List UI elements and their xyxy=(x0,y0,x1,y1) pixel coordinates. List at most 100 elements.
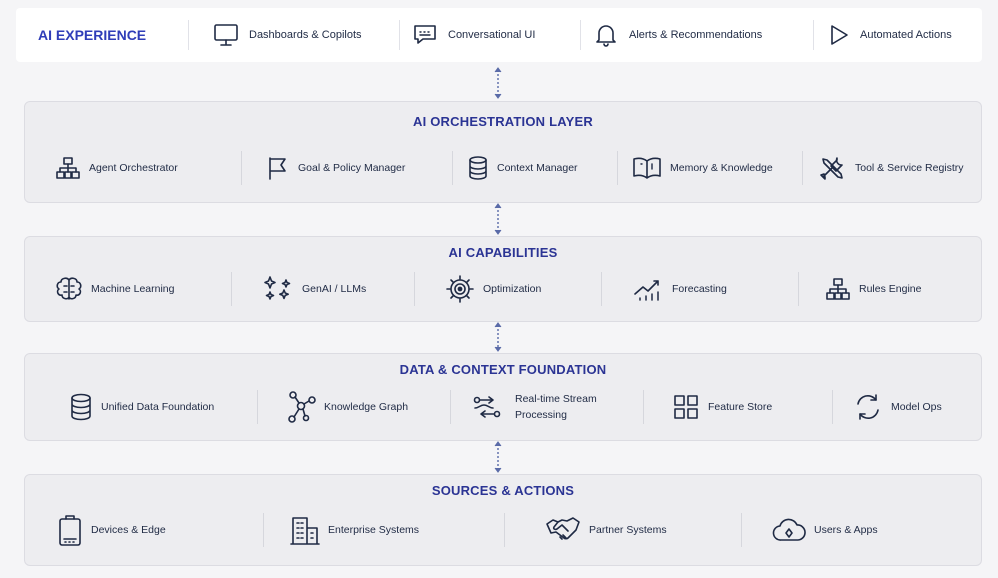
item-label: Goal & Policy Manager xyxy=(298,162,406,174)
play-icon xyxy=(831,25,848,45)
chat-icon xyxy=(414,25,436,44)
item-machine-learning[interactable]: Machine Learning xyxy=(55,276,231,302)
ai-orchestration-layer: AI ORCHESTRATION LAYER Agent Orchestrato… xyxy=(24,101,982,203)
item-enterprise-systems[interactable]: Enterprise Systems xyxy=(290,514,504,546)
item-label: Enterprise Systems xyxy=(328,524,420,536)
item-users-apps[interactable]: Users & Apps xyxy=(772,516,878,544)
ai-experience-title: AI EXPERIENCE xyxy=(38,27,147,43)
item-label: Users & Apps xyxy=(814,524,878,536)
item-label: Automated Actions xyxy=(860,29,952,41)
item-label: Knowledge Graph xyxy=(324,401,409,413)
item-label-line-1: Real-time Stream xyxy=(515,393,597,405)
layer-title: AI CAPABILITIES xyxy=(448,245,558,260)
item-alerts-recommendations[interactable]: Alerts & Recommendations xyxy=(593,22,813,48)
item-label: Alerts & Recommendations xyxy=(629,29,763,41)
item-label: Machine Learning xyxy=(91,283,175,295)
connector-arrow xyxy=(490,202,506,236)
database-icon xyxy=(71,393,91,421)
brain-icon xyxy=(56,277,82,300)
item-partner-systems[interactable]: Partner Systems xyxy=(545,516,741,544)
divider xyxy=(802,151,803,185)
item-optimization[interactable]: Optimization xyxy=(445,274,601,304)
divider xyxy=(601,272,602,306)
item-knowledge-graph[interactable]: Knowledge Graph xyxy=(286,390,450,424)
grid-icon xyxy=(674,395,698,419)
sources-actions-layer: SOURCES & ACTIONS Devices & Edge Enterpr… xyxy=(24,474,982,566)
book-icon xyxy=(633,157,661,179)
item-memory-knowledge[interactable]: Memory & Knowledge xyxy=(632,156,802,180)
connector-arrow xyxy=(490,440,506,474)
item-label: Forecasting xyxy=(672,283,727,295)
item-tool-service-registry[interactable]: Tool & Service Registry xyxy=(819,155,964,181)
handshake-icon xyxy=(546,517,580,540)
divider xyxy=(452,151,453,185)
tools-icon xyxy=(820,157,843,180)
item-label-line-2: Processing xyxy=(515,409,567,421)
divider xyxy=(188,20,189,50)
item-label: Real-time Stream Processing xyxy=(515,391,597,423)
building-icon xyxy=(290,517,320,545)
item-goal-policy-manager[interactable]: Goal & Policy Manager xyxy=(266,155,452,181)
item-label: Context Manager xyxy=(497,162,578,174)
cycle-icon xyxy=(857,394,879,420)
item-unified-data-foundation[interactable]: Unified Data Foundation xyxy=(69,392,257,422)
item-model-ops[interactable]: Model Ops xyxy=(853,392,942,422)
item-devices-edge[interactable]: Devices & Edge xyxy=(57,513,263,547)
item-forecasting[interactable]: Forecasting xyxy=(632,276,798,302)
layer-title: DATA & CONTEXT FOUNDATION xyxy=(399,362,607,377)
divider xyxy=(241,151,242,185)
data-context-foundation-layer: DATA & CONTEXT FOUNDATION Unified Data F… xyxy=(24,353,982,441)
bell-icon xyxy=(596,25,616,47)
hierarchy-icon xyxy=(56,157,80,179)
connector-arrow xyxy=(490,66,506,100)
hierarchy-icon xyxy=(826,278,850,300)
divider xyxy=(832,390,833,424)
divider xyxy=(231,272,232,306)
item-label: Devices & Edge xyxy=(91,524,166,536)
item-label: Feature Store xyxy=(708,401,773,413)
item-label: Optimization xyxy=(483,283,542,295)
divider xyxy=(643,390,644,424)
item-label: Agent Orchestrator xyxy=(89,162,178,174)
item-context-manager[interactable]: Context Manager xyxy=(467,155,617,181)
item-label: Memory & Knowledge xyxy=(670,162,773,174)
divider xyxy=(450,390,451,424)
item-label: Partner Systems xyxy=(589,524,667,536)
item-conversational-ui[interactable]: Conversational UI xyxy=(412,23,580,47)
connector-arrow xyxy=(490,321,506,353)
item-label: Conversational UI xyxy=(448,29,536,41)
layer-title: SOURCES & ACTIONS xyxy=(431,483,575,498)
divider xyxy=(580,20,581,50)
divider xyxy=(414,272,415,306)
layer-title: AI ORCHESTRATION LAYER xyxy=(413,114,593,129)
stream-icon xyxy=(473,396,501,418)
ai-capabilities-layer: AI CAPABILITIES Machine Learning GenAI /… xyxy=(24,236,982,322)
graph-nodes-icon xyxy=(288,391,316,423)
item-label: Tool & Service Registry xyxy=(855,162,964,174)
divider xyxy=(617,151,618,185)
item-rules-engine[interactable]: Rules Engine xyxy=(825,277,921,301)
divider xyxy=(741,513,742,547)
item-label: Dashboards & Copilots xyxy=(249,29,362,41)
item-genai-llms[interactable]: GenAI / LLMs xyxy=(262,275,414,303)
item-feature-store[interactable]: Feature Store xyxy=(672,393,832,421)
database-icon xyxy=(469,156,487,180)
divider xyxy=(263,513,264,547)
divider xyxy=(813,20,814,50)
cloud-icon xyxy=(772,518,806,541)
monitor-icon xyxy=(214,24,238,46)
ai-experience-bar: AI EXPERIENCE Dashboards & Copilots Conv… xyxy=(16,8,982,62)
device-icon xyxy=(59,515,81,546)
item-automated-actions[interactable]: Automated Actions xyxy=(828,23,952,47)
divider xyxy=(399,20,400,50)
item-label: GenAI / LLMs xyxy=(302,283,367,295)
item-label: Unified Data Foundation xyxy=(101,401,215,413)
divider xyxy=(798,272,799,306)
item-label: Model Ops xyxy=(891,401,942,413)
item-dashboards-copilots[interactable]: Dashboards & Copilots xyxy=(213,23,399,47)
divider xyxy=(504,513,505,547)
item-realtime-stream-processing[interactable]: Real-time Stream Processing xyxy=(473,391,643,423)
target-gear-icon xyxy=(446,275,474,303)
item-agent-orchestrator[interactable]: Agent Orchestrator xyxy=(55,156,241,180)
trend-chart-icon xyxy=(634,280,659,301)
